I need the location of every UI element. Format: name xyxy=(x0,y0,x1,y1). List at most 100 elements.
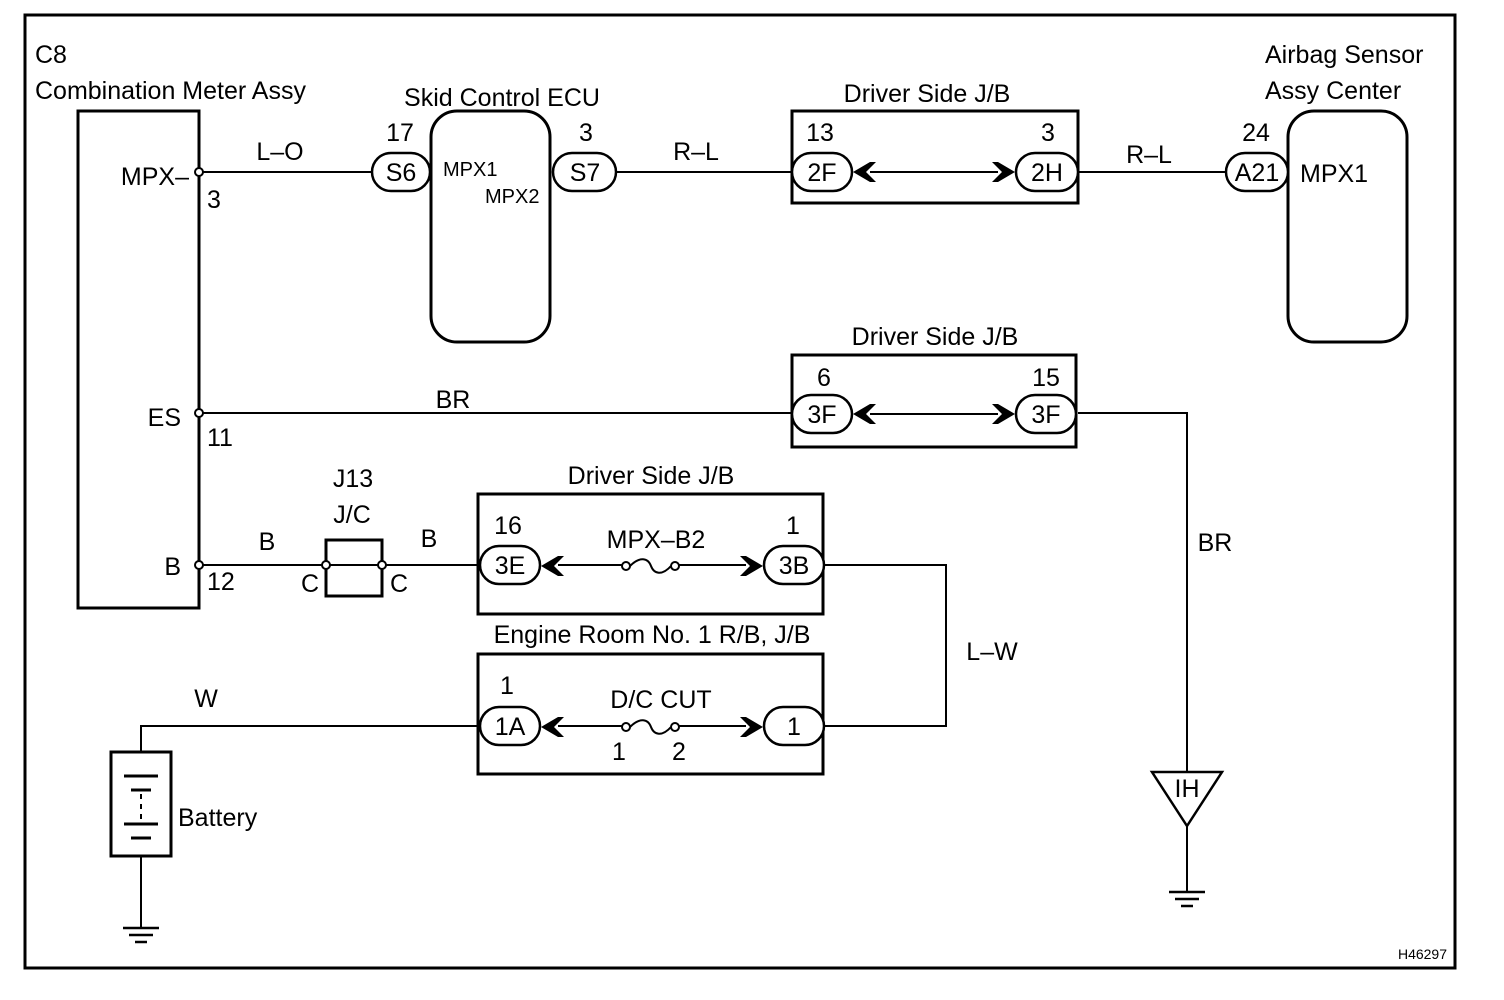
fuse-icon xyxy=(629,719,672,735)
rb-right-connector xyxy=(762,705,826,747)
pin-node xyxy=(194,167,204,177)
jb3-right-pin: 1 xyxy=(786,512,800,540)
jb1-left-connector-label: 2F xyxy=(807,159,836,187)
meter-pin-b-no: 12 xyxy=(207,568,235,596)
jb3-left-connector xyxy=(478,544,542,586)
jb1-left-connector xyxy=(790,151,854,193)
rb-title: Engine Room No. 1 R/B, J/B xyxy=(494,621,811,649)
jb3-right-connector-label: 3B xyxy=(779,552,810,580)
rb-fuse-pin1: 1 xyxy=(612,738,626,766)
jc-pin-right: C xyxy=(390,570,408,598)
jb2-right-connector-label: 3F xyxy=(1031,401,1060,429)
jb2-title: Driver Side J/B xyxy=(852,323,1019,351)
pin-node xyxy=(377,560,387,570)
battery-label: Battery xyxy=(178,804,258,832)
arrow-right-icon xyxy=(992,162,1015,182)
pin-node xyxy=(194,408,204,418)
wire-label-lo: L–O xyxy=(256,138,303,166)
rb-left-connector xyxy=(478,705,542,747)
wire-label-br-2: BR xyxy=(1198,529,1233,557)
arrow-left-icon xyxy=(853,404,876,424)
rb-left-pin: 1 xyxy=(500,672,514,700)
connector-s7 xyxy=(551,151,618,193)
meter-pin-b: B xyxy=(164,553,181,581)
junction-block-top: Driver Side J/B 13 3 2F 2H xyxy=(790,80,1080,205)
meter-code: C8 xyxy=(35,41,67,69)
connector-a21-label: A21 xyxy=(1235,159,1279,187)
rb-right-connector-label: 1 xyxy=(787,713,801,741)
wire-label-b-1: B xyxy=(259,528,276,556)
airbag-name-line1: Airbag Sensor xyxy=(1265,41,1423,69)
ground-battery-icon xyxy=(123,926,159,944)
jb2-right-pin: 15 xyxy=(1032,364,1060,392)
skid-control-ecu: Skid Control ECU MPX1 MPX2 S6 17 S7 3 xyxy=(370,84,618,344)
fuse-terminal xyxy=(670,561,680,571)
connector-s6 xyxy=(370,151,432,193)
wire-labels: L–O R–L R–L BR BR B B L–W W xyxy=(194,138,1232,713)
jb1-title: Driver Side J/B xyxy=(844,80,1011,108)
figure-code: H46297 xyxy=(1398,946,1447,962)
skid-pin-mpx2: MPX2 xyxy=(485,186,539,208)
arrow-left-icon xyxy=(541,717,564,737)
jb3-left-connector-label: 3E xyxy=(495,552,526,580)
connector-a21 xyxy=(1224,151,1290,193)
rb-fuse-label: D/C CUT xyxy=(610,686,711,714)
jc-pin-left: C xyxy=(301,570,319,598)
connector-s6-label: S6 xyxy=(386,159,417,187)
pin-node xyxy=(194,560,204,570)
fuse-icon xyxy=(629,558,672,574)
jc-name: J/C xyxy=(333,501,371,529)
connector-s6-pin: 17 xyxy=(386,119,414,147)
arrow-right-icon xyxy=(992,404,1015,424)
jc-code: J13 xyxy=(333,465,373,493)
diagram-frame xyxy=(23,13,1457,970)
wires xyxy=(140,171,1226,928)
ground-point-icon xyxy=(1149,770,1225,829)
jb2-left-pin: 6 xyxy=(817,364,831,392)
engine-room-relay-block: Engine Room No. 1 R/B, J/B 1 1A 1 D/C CU… xyxy=(476,621,826,776)
fuse-terminal xyxy=(621,561,631,571)
wire-label-br-1: BR xyxy=(436,386,471,414)
fuse-terminal xyxy=(670,722,680,732)
ground-ih-label: IH xyxy=(1175,775,1200,803)
combination-meter: C8 Combination Meter Assy MPX– 3 ES 11 B… xyxy=(35,41,306,610)
jb1-left-pin: 13 xyxy=(806,119,834,147)
rb-left-connector-label: 1A xyxy=(495,713,526,741)
meter-pin-mpx: MPX– xyxy=(121,163,189,191)
jb1-right-pin: 3 xyxy=(1041,119,1055,147)
arrow-left-icon xyxy=(853,162,876,182)
skid-name: Skid Control ECU xyxy=(404,84,600,112)
wire-label-rl-1: R–L xyxy=(673,138,719,166)
meter-pin-mpx-no: 3 xyxy=(207,186,221,214)
airbag-name-line2: Assy Center xyxy=(1265,77,1401,105)
meter-pin-es: ES xyxy=(148,404,181,432)
airbag-pin-mpx1: MPX1 xyxy=(1300,160,1368,188)
wire-label-b-2: B xyxy=(421,525,438,553)
wire-label-rl-2: R–L xyxy=(1126,141,1172,169)
fuse-terminal xyxy=(621,722,631,732)
connector-s7-label: S7 xyxy=(570,159,601,187)
jb3-right-connector xyxy=(762,544,826,586)
jb3-left-pin: 16 xyxy=(494,512,522,540)
jb3-title: Driver Side J/B xyxy=(568,462,735,490)
arrow-right-icon xyxy=(740,556,763,576)
skid-pin-mpx1: MPX1 xyxy=(443,159,497,181)
jb1-right-connector xyxy=(1014,151,1080,193)
jb3-fuse-label: MPX–B2 xyxy=(607,526,706,554)
airbag-sensor: Airbag Sensor Assy Center MPX1 A21 24 xyxy=(1224,41,1423,344)
wire-label-lw: L–W xyxy=(966,638,1018,666)
connector-a21-pin: 24 xyxy=(1242,119,1270,147)
jb2-left-connector xyxy=(790,393,854,435)
arrow-right-icon xyxy=(740,717,763,737)
battery: Battery xyxy=(109,750,258,858)
meter-name: Combination Meter Assy xyxy=(35,77,306,105)
junction-block-middle: Driver Side J/B 6 15 3F 3F xyxy=(790,323,1078,449)
junction-block-lower: Driver Side J/B 16 1 3E 3B MPX–B2 xyxy=(476,462,826,616)
ground-ih: IH xyxy=(1149,770,1225,908)
meter-pin-es-no: 11 xyxy=(207,424,233,452)
ground-icon xyxy=(1169,890,1205,908)
rb-fuse-pin2: 2 xyxy=(672,738,686,766)
jb2-right-connector xyxy=(1014,393,1078,435)
arrow-left-icon xyxy=(541,556,564,576)
